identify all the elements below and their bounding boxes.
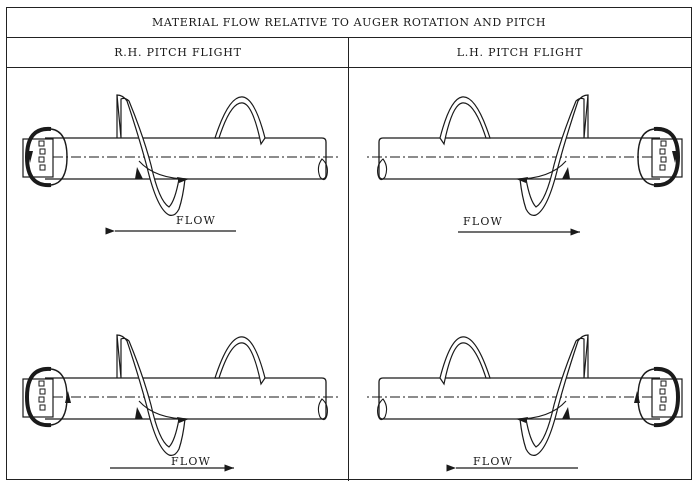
column-header-lh-pitch: L.H. PITCH FLIGHT (349, 38, 691, 68)
auger-panel-4 (364, 334, 683, 457)
flow-label-panel-4: FLOW (473, 455, 514, 468)
auger-panel-2 (364, 94, 683, 217)
column-divider (348, 38, 349, 481)
auger-panel-1 (22, 94, 341, 217)
flow-label-panel-1: FLOW (176, 214, 217, 227)
diagram-title: MATERIAL FLOW RELATIVE TO AUGER ROTATION… (7, 8, 691, 38)
flow-label-panel-2: FLOW (463, 215, 504, 228)
auger-panel-3 (22, 334, 341, 457)
column-header-rh-pitch: R.H. PITCH FLIGHT (7, 38, 349, 68)
diagram-frame: MATERIAL FLOW RELATIVE TO AUGER ROTATION… (6, 7, 692, 481)
flow-label-panel-3: FLOW (171, 455, 212, 468)
